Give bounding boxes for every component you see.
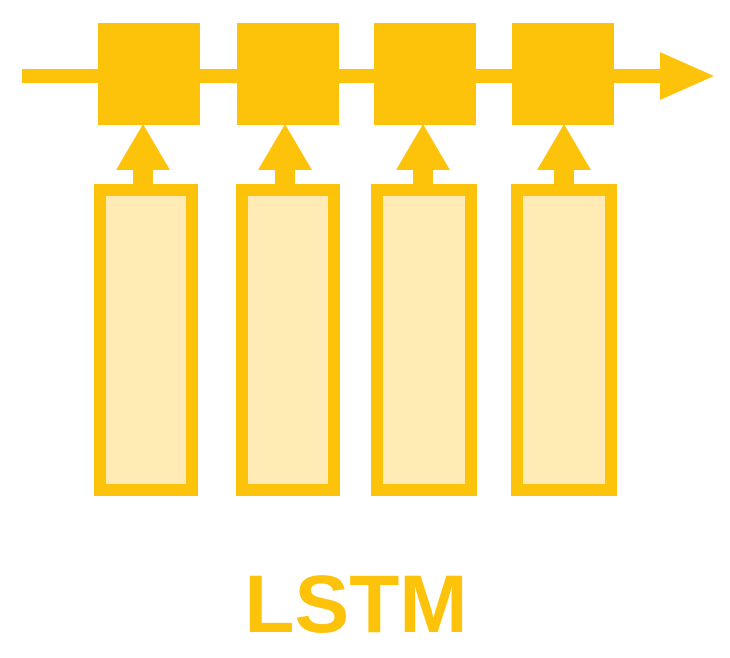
input-arrows	[116, 124, 591, 188]
lstm-cells	[98, 23, 614, 125]
lstm-cell-3	[374, 23, 476, 125]
recurrence-arrowhead	[660, 52, 714, 100]
input-vector-1	[94, 184, 198, 496]
lstm-cell-1	[98, 23, 200, 125]
input-vector-4	[511, 184, 617, 496]
input-arrow-4	[537, 124, 591, 188]
input-arrow-3	[396, 124, 450, 188]
input-arrow-2	[258, 124, 312, 188]
diagram-label: LSTM	[244, 559, 467, 650]
input-arrow-1	[116, 124, 170, 188]
input-vectors	[94, 184, 617, 496]
lstm-cell-4	[512, 23, 614, 125]
input-vector-3	[371, 184, 477, 496]
input-vector-2	[236, 184, 340, 496]
lstm-cell-2	[237, 23, 339, 125]
